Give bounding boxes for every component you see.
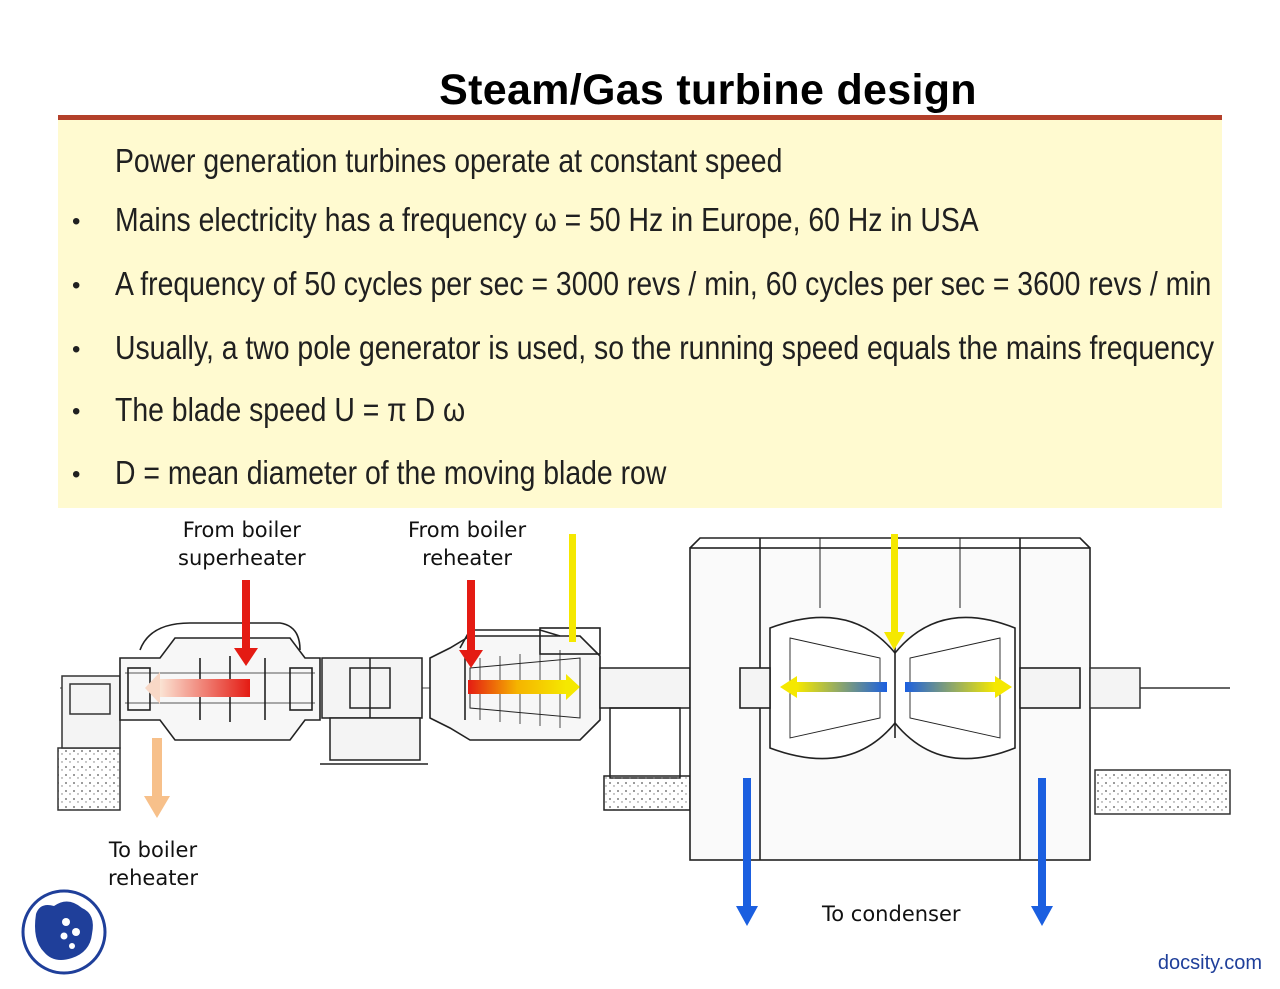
hp-exhaust-label-line1: To boiler [108, 838, 198, 862]
bullet-marker: • [72, 461, 81, 488]
crossover-section [599, 667, 691, 811]
text-panel [58, 120, 1222, 508]
hp-inlet-arrow [234, 580, 258, 666]
ip-flow-arrow-head [566, 674, 580, 700]
hp-flow-arrow-head [145, 672, 160, 704]
bullet-2: A frequency of 50 cycles per sec = 3000 … [115, 265, 1212, 302]
lp-right-flow-arrow [905, 682, 995, 692]
bullet-5: D = mean diameter of the moving blade ro… [115, 454, 667, 491]
lp-right-flow-arrow-head [995, 676, 1012, 698]
bullet-4: The blade speed U = π D ω [115, 391, 466, 428]
hp-exhaust-label: To boiler reheater [108, 836, 198, 892]
intro-text: Power generation turbines operate at con… [115, 142, 783, 179]
lp-left-flow-arrow [797, 682, 887, 692]
ip-exhaust-arrow [569, 534, 576, 642]
bearing-pedestal [320, 657, 428, 765]
docsity-link[interactable]: docsity.com [1157, 952, 1262, 974]
hp-inlet-label-line2: superheater [178, 546, 306, 570]
ip-inlet-label-line2: reheater [422, 546, 513, 570]
bullet-3: Usually, a two pole generator is used, s… [115, 329, 1215, 366]
docsity-logo-icon [21, 889, 107, 975]
lp-inlet-arrow [884, 534, 905, 650]
turbine-diagram [57, 534, 1231, 926]
bullet-marker: • [72, 272, 81, 299]
bullet-marker: • [72, 336, 81, 363]
ip-inlet-arrow [459, 580, 483, 668]
hp-flow-arrow [160, 679, 250, 697]
lp-exhaust-arrow-right [1031, 778, 1053, 926]
hp-exhaust-label-line2: reheater [108, 866, 198, 890]
left-foundation [57, 675, 121, 811]
title-rule [58, 115, 1222, 120]
bullet-1: Mains electricity has a frequency ω = 50… [115, 201, 979, 238]
lp-left-flow-arrow-head [780, 676, 797, 698]
hp-exhaust-arrow [144, 738, 170, 818]
hp-inlet-label: From boiler superheater [178, 516, 306, 572]
lp-exhaust-label: To condenser [822, 902, 961, 926]
ip-flow-arrow [468, 680, 566, 694]
ip-inlet-label: From boiler reheater [408, 516, 526, 572]
slide-title: Steam/Gas turbine design [439, 66, 977, 114]
lp-turbine [689, 537, 1091, 861]
bullet-marker: • [72, 208, 81, 235]
lp-exhaust-arrow-left [736, 778, 758, 926]
ip-inlet-label-line1: From boiler [408, 518, 527, 542]
bullet-marker: • [72, 398, 81, 425]
right-foundation [1089, 667, 1231, 815]
hp-inlet-label-line1: From boiler [182, 518, 301, 542]
